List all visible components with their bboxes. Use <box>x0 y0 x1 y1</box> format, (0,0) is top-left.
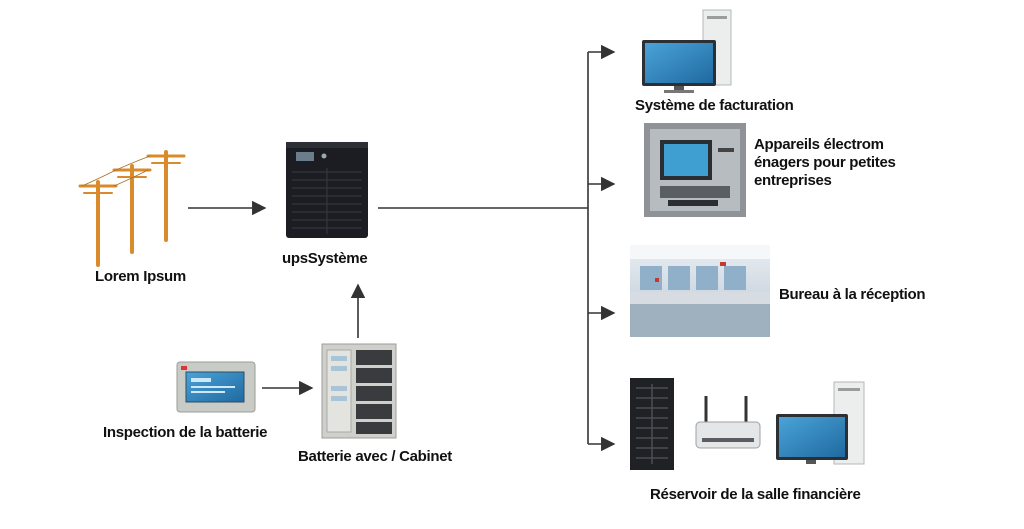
battery-monitor-panel-icon <box>176 361 256 413</box>
server-rack-icon <box>630 378 674 470</box>
label-finance-room: Réservoir de la salle financière <box>650 486 861 503</box>
battery-cabinet-icon <box>321 343 397 439</box>
reception-hall-icon <box>630 245 770 337</box>
label-battery-inspection: Inspection de la batterie <box>103 424 268 441</box>
label-ups-system: upsSystème <box>282 250 368 267</box>
workstation-icon <box>776 381 865 465</box>
router-icon <box>695 396 761 449</box>
ups-tower-icon <box>286 142 368 238</box>
label-reception-desk: Bureau à la réception <box>779 286 926 303</box>
atm-machine-icon <box>644 123 746 217</box>
connectors <box>188 44 616 452</box>
label-power-source: Lorem Ipsum <box>95 268 186 285</box>
label-billing-system: Système de facturation <box>635 97 794 114</box>
desktop-computer-icon <box>642 9 732 93</box>
label-battery-cabinet: Batterie avec / Cabinet <box>298 448 452 465</box>
label-small-business-appliances: Appareils électrom énagers pour petites … <box>754 136 896 189</box>
utility-pole-icon <box>78 150 186 267</box>
